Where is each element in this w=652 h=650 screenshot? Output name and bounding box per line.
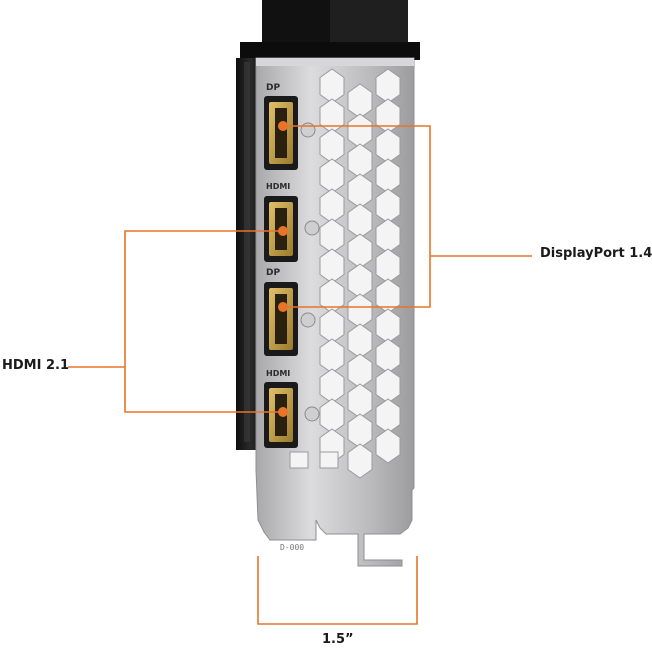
port-marking-dp-top: DP (266, 83, 280, 93)
displayport-1 (264, 96, 316, 170)
vent-hole (319, 451, 339, 469)
vent-hole (375, 428, 401, 464)
port-marking-dp-bottom: DP (266, 268, 280, 278)
hdmi-callout-label: HDMI 2.1 (2, 358, 69, 373)
port-markings: DP HDMI DP HDMI (266, 83, 290, 378)
port-marking-hdmi-bottom: HDMI (266, 369, 290, 378)
vent-hole (289, 451, 309, 469)
port-markers (278, 121, 288, 417)
gpu-shroud (236, 0, 420, 450)
port-marking-hdmi-top: HDMI (266, 182, 290, 191)
displayport-callout-line (283, 125, 431, 308)
bracket-marking: D-000 (280, 543, 304, 552)
bracket-width-label: 1.5” (322, 632, 354, 647)
dp-marker-1 (278, 121, 288, 131)
displayport-2 (264, 282, 316, 356)
width-dimension-line (257, 556, 418, 625)
dp-marker-2 (278, 302, 288, 312)
hdmi-marker-1 (278, 226, 288, 236)
vent-grid (289, 68, 401, 479)
callout-lines (68, 125, 532, 625)
hdmi-callout-line (124, 230, 283, 413)
displayport-callout-label: DisplayPort 1.4 (540, 246, 652, 261)
hdmi-marker-2 (278, 407, 288, 417)
vent-hole (347, 443, 373, 479)
